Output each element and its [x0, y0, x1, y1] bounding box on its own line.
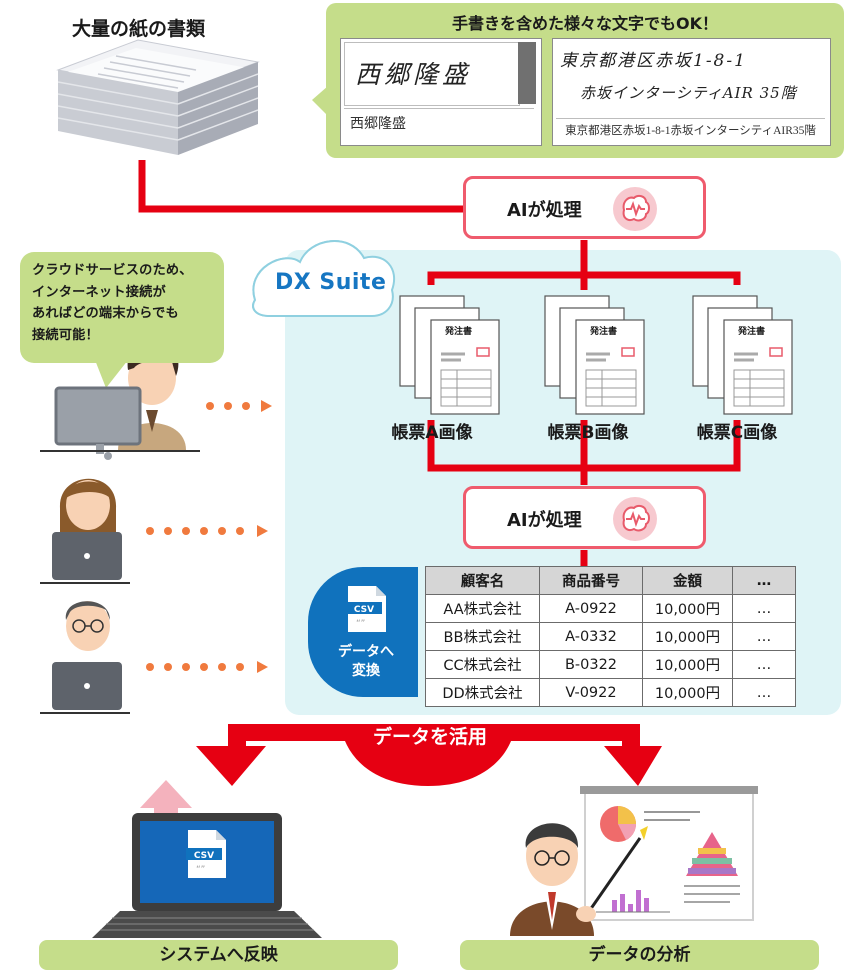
- data-analysis-label: データの分析: [460, 940, 819, 970]
- header-more: …: [732, 566, 796, 595]
- person-woman: [40, 478, 130, 584]
- handwriting-tail: [312, 86, 328, 116]
- name-typed: 西郷隆盛: [344, 108, 534, 140]
- csv-line-1: データへ: [338, 644, 394, 660]
- cell: DD株式会社: [425, 678, 540, 707]
- cell: 10,000円: [642, 678, 733, 707]
- cell: …: [732, 678, 796, 707]
- form-label-a: 帳票A画像: [391, 423, 473, 443]
- cell: A-0922: [539, 594, 643, 623]
- csv-icon-text: CSV: [354, 605, 374, 615]
- cell: B-0322: [539, 650, 643, 679]
- doc-label-a: 発注書: [445, 327, 473, 337]
- name-handwritten: 西郷隆盛: [355, 60, 472, 89]
- csv-icon-text-bottom: CSV: [194, 851, 214, 861]
- svg-text:“”: “”: [196, 865, 205, 875]
- address-card: [552, 38, 831, 146]
- dx-cloud-shape: [252, 240, 395, 317]
- cell: V-0922: [539, 678, 643, 707]
- bubble-line-1: クラウドサービスのため、: [32, 263, 193, 278]
- up-arrow-icon: [140, 780, 192, 842]
- cell: 10,000円: [642, 650, 733, 679]
- svg-text:“”: “”: [356, 619, 365, 629]
- bubble-line-3: あればどの端末からでも: [32, 306, 179, 321]
- table-row: AA株式会社 A-0922 10,000円 …: [425, 594, 796, 623]
- doc-label-b: 発注書: [590, 327, 618, 337]
- handwriting-heading: 手書きを含めた様々な文字でもOK！: [451, 14, 718, 33]
- brain-icon: [613, 497, 657, 541]
- ai-process-box-top: [463, 176, 706, 239]
- header-product-no: 商品番号: [539, 566, 643, 595]
- header-customer: 顧客名: [425, 566, 540, 595]
- dx-suite-title: DX Suite: [275, 270, 387, 295]
- ai-process-label-mid: AIが処理: [507, 510, 582, 531]
- dotted-arrows: [146, 400, 272, 673]
- form-stack-a: 発注書: [395, 294, 505, 416]
- brain-icon: [613, 187, 657, 231]
- csv-convert-label: データへ 変換: [318, 643, 414, 681]
- data-usage-label: データを活用: [372, 726, 487, 748]
- address-handwritten-line2: 赤坂インターシティAIR 35階: [580, 84, 797, 102]
- csv-line-2: 変換: [352, 663, 380, 679]
- csv-file-icon: CSV “”: [346, 586, 386, 632]
- document-stack-icon: [544, 295, 645, 415]
- cell: BB株式会社: [425, 622, 540, 651]
- cell: 10,000円: [642, 594, 733, 623]
- address-handwritten-line1: 東京都港区赤坂1-8-1: [560, 51, 747, 71]
- bubble-tail: [95, 360, 128, 388]
- use-arrow: [196, 724, 662, 786]
- csv-file-icon: CSV “”: [186, 830, 226, 878]
- header-amount: 金額: [642, 566, 733, 595]
- cell: 10,000円: [642, 622, 733, 651]
- doc-label-c: 発注書: [738, 327, 766, 337]
- presenter-illustration: [510, 786, 758, 936]
- form-stack-b: 発注書: [540, 294, 650, 416]
- name-handwritten-area: [344, 42, 520, 106]
- address-typed: 東京都港区赤坂1-8-1赤坂インターシティAIR35階: [556, 118, 825, 143]
- document-stack-icon: [399, 295, 500, 415]
- system-reflect-label: システムへ反映: [39, 940, 398, 970]
- form-stack-c: 発注書: [688, 294, 798, 416]
- cloud-info-text: クラウドサービスのため、 インターネット接続が あればどの端末からでも 接続可能…: [32, 260, 222, 346]
- cell: AA株式会社: [425, 594, 540, 623]
- table-row: CC株式会社 B-0322 10,000円 …: [425, 650, 796, 679]
- form-label-c: 帳票C画像: [696, 423, 778, 443]
- cell: …: [732, 594, 796, 623]
- paper-title: 大量の紙の書類: [72, 18, 206, 40]
- bubble-line-2: インターネット接続が: [32, 284, 166, 300]
- ai-process-label-top: AIが処理: [507, 200, 582, 221]
- bubble-line-4: 接続可能！: [32, 327, 99, 343]
- cell: …: [732, 650, 796, 679]
- table-row: BB株式会社 A-0332 10,000円 …: [425, 622, 796, 651]
- name-card-divider: [518, 42, 536, 104]
- table-row: DD株式会社 V-0922 10,000円 …: [425, 678, 796, 707]
- document-stack-icon: [692, 295, 793, 415]
- cell: A-0332: [539, 622, 643, 651]
- cloud-info-bubble: [20, 252, 224, 363]
- inner-connectors: [427, 240, 741, 568]
- person-man-glasses: [40, 601, 130, 714]
- paper-stack: [56, 39, 260, 155]
- table-header-row: 顧客名 商品番号 金額 …: [425, 566, 796, 595]
- ai-process-box-mid: [463, 486, 706, 549]
- cell: …: [732, 622, 796, 651]
- cell: CC株式会社: [425, 650, 540, 679]
- form-label-b: 帳票B画像: [547, 423, 629, 443]
- result-table: 顧客名 商品番号 金額 … AA株式会社 A-0922 10,000円 … BB…: [425, 566, 796, 707]
